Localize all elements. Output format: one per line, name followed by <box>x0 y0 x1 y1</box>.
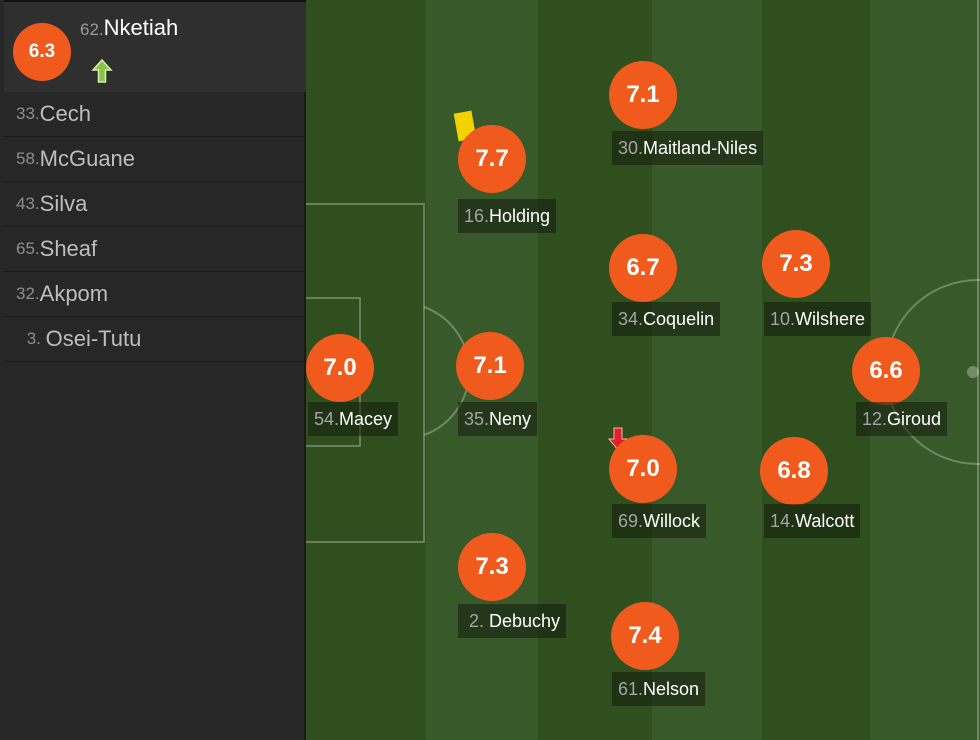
player-label: 35.Neny <box>458 402 538 436</box>
player-number: 10. <box>770 309 796 329</box>
rating-badge: 7.4 <box>611 602 679 670</box>
rating-badge: 7.0 <box>609 435 677 503</box>
bench-player-row[interactable]: 33.Cech <box>4 92 306 137</box>
player-name: Maitland-Niles <box>643 138 758 158</box>
player-number: 14. <box>770 511 796 531</box>
player-name: Nelson <box>643 679 700 699</box>
player-label: 14.Walcott <box>764 504 861 538</box>
player-name: Giroud <box>887 409 942 429</box>
player-name: Wilshere <box>795 309 866 329</box>
player-name-text: Nketiah <box>103 15 179 40</box>
rating-badge: 6.6 <box>852 337 920 405</box>
player-name: Neny <box>489 409 532 429</box>
rating-badge: 7.1 <box>456 332 524 400</box>
bench-player-row[interactable]: 32.Akpom <box>4 272 306 317</box>
player-name: McGuane <box>39 146 136 171</box>
substitute-row-nketiah[interactable]: 6.3 62.Nketiah <box>4 0 306 92</box>
player-number: 32. <box>16 284 40 303</box>
player-number: 61. <box>618 679 644 699</box>
rating-badge: 7.1 <box>609 61 677 129</box>
player-number: 3. <box>22 329 46 348</box>
player-name: Silva <box>39 191 88 216</box>
bench-player-row[interactable]: 43.Silva <box>4 182 306 227</box>
player-number: 58. <box>16 149 40 168</box>
player-label: 61.Nelson <box>612 672 706 706</box>
bench-player-row[interactable]: 3. Osei-Tutu <box>4 317 306 362</box>
player-number: 16. <box>464 206 490 226</box>
rating-badge: 7.3 <box>458 533 526 601</box>
rating-badge: 7.0 <box>306 334 374 402</box>
player-number: 54. <box>314 409 340 429</box>
player-name: Akpom <box>39 281 109 306</box>
pitch <box>306 0 980 740</box>
rating-badge: 6.7 <box>609 234 677 302</box>
bench-player-row[interactable]: 58.McGuane <box>4 137 306 182</box>
player-number: 65. <box>16 239 40 258</box>
player-label: 69.Willock <box>612 504 707 538</box>
player-label: 34.Coquelin <box>612 302 721 336</box>
player-name: Sheaf <box>39 236 98 261</box>
player-name: Cech <box>39 101 91 126</box>
rating-badge: 6.3 <box>13 23 71 81</box>
player-number: 34. <box>618 309 644 329</box>
player-name: Coquelin <box>643 309 715 329</box>
player-name: Willock <box>643 511 701 531</box>
rating-badge: 7.7 <box>458 125 526 193</box>
player-number: 62. <box>80 20 104 39</box>
player-label: 2. Debuchy <box>458 604 567 638</box>
bench-list: 33.Cech 58.McGuane 43.Silva 65.Sheaf 32.… <box>4 92 306 362</box>
rating-badge: 7.3 <box>762 230 830 298</box>
rating-badge: 6.8 <box>760 437 828 505</box>
player-name: Walcott <box>795 511 855 531</box>
player-number: 69. <box>618 511 644 531</box>
player-number: 43. <box>16 194 40 213</box>
player-name: 62.Nketiah <box>80 15 178 41</box>
arrow-up-icon <box>91 58 113 83</box>
player-name: Debuchy <box>489 611 561 631</box>
bench-player-row[interactable]: 65.Sheaf <box>4 227 306 272</box>
substitutes-panel: 6.3 62.Nketiah 33.Cech 58.McGuane 43.Sil… <box>0 0 306 740</box>
player-label: 12.Giroud <box>856 402 948 436</box>
player-label: 10.Wilshere <box>764 302 872 336</box>
player-name: Osei-Tutu <box>45 326 142 351</box>
player-number: 33. <box>16 104 40 123</box>
player-number: 30. <box>618 138 644 158</box>
player-number: 35. <box>464 409 490 429</box>
player-number: 2. <box>464 611 490 631</box>
player-name: Holding <box>489 206 551 226</box>
player-name: Macey <box>339 409 393 429</box>
player-label: 16.Holding <box>458 199 557 233</box>
player-number: 12. <box>862 409 888 429</box>
player-label: 30.Maitland-Niles <box>612 131 764 165</box>
player-label: 54.Macey <box>308 402 399 436</box>
